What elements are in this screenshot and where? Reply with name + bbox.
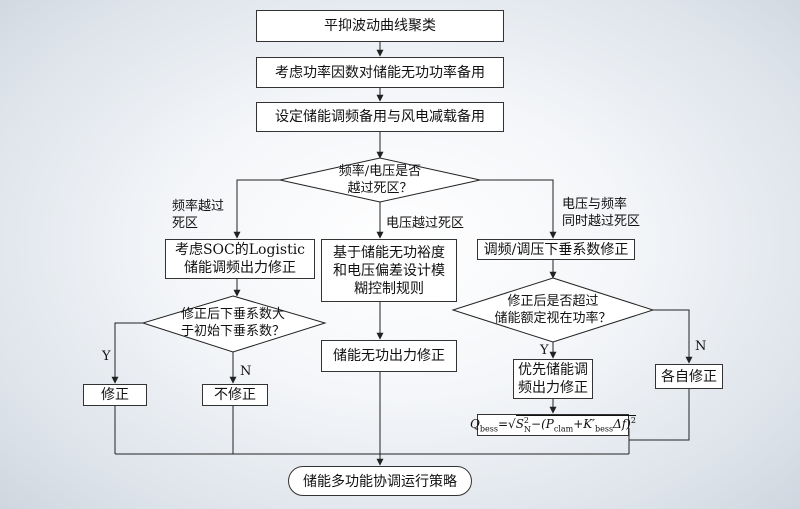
droop-correction-box: 调频/调压下垂系数修正 xyxy=(477,239,635,260)
decision-droop-line-1: 修正后下垂系数大 xyxy=(180,307,285,322)
arrow-no-right xyxy=(653,309,693,364)
no-correct-text: 不修正 xyxy=(214,387,256,403)
fuzzy-control-line-1: 基于储能无功裕度 xyxy=(333,244,445,261)
line-individual-down xyxy=(629,389,690,441)
decision-main-line-2: 越过死区？ xyxy=(347,181,413,196)
formula-render: Qbess=√S2N−(Pclam+K′bessΔf)2 xyxy=(470,415,636,434)
label-yes-right: Y xyxy=(540,342,549,359)
decision-apparent-line-1: 修正后是否超过 xyxy=(507,294,599,309)
label-no-right-text: N xyxy=(695,339,707,354)
decision-droop-text: 修正后下垂系数大 于初始下垂系数？ xyxy=(163,306,303,340)
set-reserve-text: 设定储能调频备用与风电减载备用 xyxy=(275,109,485,125)
arrow-both-branch xyxy=(480,179,557,239)
cluster-box: 平抑波动曲线聚类 xyxy=(256,10,504,42)
formula-box: Qbess=√S2N−(Pclam+K′bessΔf)2 Q_bess = sq… xyxy=(470,414,636,436)
label-yes-left: Y xyxy=(102,348,111,365)
arrow-yes-left xyxy=(111,322,143,384)
decision-main-line-1: 频率/电压是否 xyxy=(338,164,422,179)
reactive-output-correction-text: 储能无功出力修正 xyxy=(333,348,445,364)
label-no-right: N xyxy=(695,338,706,355)
label-volt-cross: 电压越过死区 xyxy=(386,215,464,232)
soc-logistic-line-2: 储能调频出力修正 xyxy=(184,260,296,276)
final-strategy-text: 储能多功能协调运行策略 xyxy=(303,474,457,490)
priority-correction-line-2: 频出力修正 xyxy=(518,380,588,396)
label-freq-cross-line-1: 频率越过 xyxy=(172,199,225,214)
priority-correction-box: 优先储能调 频出力修正 xyxy=(513,359,593,399)
fuzzy-control-line-3: 糊控制规则 xyxy=(354,280,424,297)
power-factor-reserve-box: 考虑功率因数对储能无功功率备用 xyxy=(256,57,504,88)
arrow-freq-branch xyxy=(233,179,280,239)
individual-correction-box: 各自修正 xyxy=(655,364,723,389)
correct-box: 修正 xyxy=(83,384,147,406)
no-correct-box: 不修正 xyxy=(202,384,268,406)
label-both-cross-line-1: 电压与频率 xyxy=(562,197,628,212)
droop-correction-text: 调频/调压下垂系数修正 xyxy=(483,241,629,258)
set-reserve-box: 设定储能调频备用与风电减载备用 xyxy=(256,102,504,132)
fuzzy-control-line-2: 和电压偏差设计模 xyxy=(333,262,445,279)
decision-main-text: 频率/电压是否 越过死区？ xyxy=(300,163,460,197)
soc-logistic-line-1: 考虑SOC的Logistic xyxy=(174,242,306,258)
individual-correction-text: 各自修正 xyxy=(661,368,717,385)
soc-logistic-box: 考虑SOC的Logistic 储能调频出力修正 xyxy=(165,239,315,279)
power-factor-reserve-text: 考虑功率因数对储能无功功率备用 xyxy=(275,64,485,81)
correct-text: 修正 xyxy=(101,387,129,403)
label-both-cross: 电压与频率 同时越过死区 xyxy=(562,196,640,230)
cluster-text: 平抑波动曲线聚类 xyxy=(324,18,436,34)
fuzzy-control-box: 基于储能无功裕度 和电压偏差设计模 糊控制规则 xyxy=(321,239,457,302)
label-yes-right-text: Y xyxy=(540,343,549,358)
label-volt-cross-text: 电压越过死区 xyxy=(386,216,465,231)
reactive-output-correction-box: 储能无功出力修正 xyxy=(321,340,457,372)
decision-apparent-text: 修正后是否超过 储能额定视在功率？ xyxy=(475,293,631,327)
label-freq-cross: 频率越过 死区 xyxy=(172,198,224,232)
label-freq-cross-line-2: 死区 xyxy=(172,216,199,231)
label-both-cross-line-2: 同时越过死区 xyxy=(562,214,641,229)
priority-correction-line-1: 优先储能调 xyxy=(518,362,588,378)
label-no-left: N xyxy=(240,363,251,380)
label-yes-left-text: Y xyxy=(102,349,111,364)
decision-apparent-line-2: 储能额定视在功率？ xyxy=(494,311,612,326)
final-strategy-terminal: 储能多功能协调运行策略 xyxy=(288,466,472,496)
label-no-left-text: N xyxy=(240,364,252,379)
decision-droop-line-2: 于初始下垂系数？ xyxy=(180,324,285,339)
